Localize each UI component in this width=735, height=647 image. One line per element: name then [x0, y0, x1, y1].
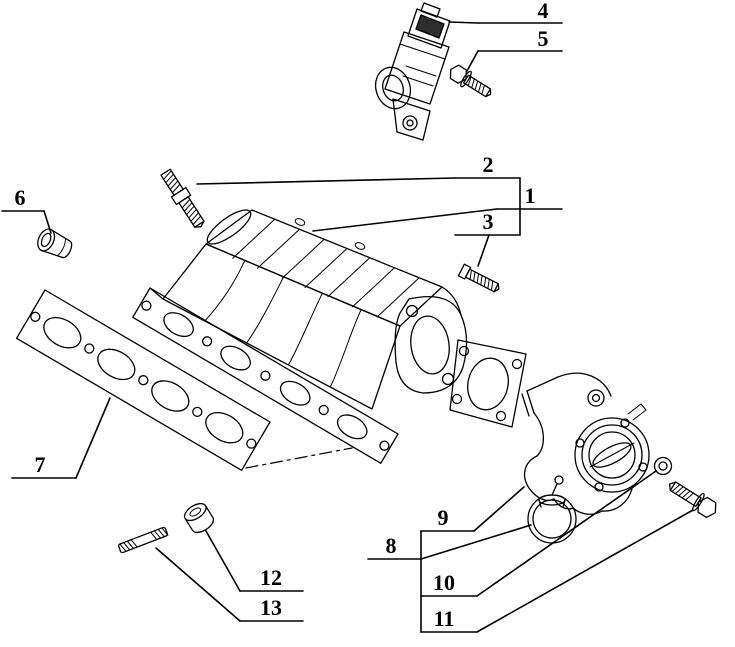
callout-11-leader-line: [476, 509, 694, 633]
manifold-stud-drawing: [160, 168, 205, 228]
washer-drawing: [653, 456, 673, 476]
callout-4-leader-line: [448, 21, 479, 24]
callout-1: 1: [312, 183, 563, 232]
callout-7-number: 7: [35, 452, 46, 477]
callout-13-leader-line: [155, 547, 241, 622]
sensor-bolt-drawing: [449, 64, 492, 98]
callout-5: 5: [466, 26, 563, 72]
callout-9-leader-line: [473, 486, 525, 532]
callout-10-leader-line: [476, 470, 657, 597]
alignment-centerline: [245, 447, 353, 469]
callout-10: 10: [420, 470, 657, 597]
stud-drawing: [117, 526, 169, 554]
cap-nut-drawing: [183, 502, 215, 533]
callout-12-leader-line: [205, 530, 241, 592]
callout-8-leader-line: [420, 524, 532, 560]
callout-3: 3: [454, 209, 521, 267]
manifold-gasket-drawing: [15, 289, 271, 471]
callout-13: 13: [155, 547, 304, 622]
callout-7-leader-line: [75, 397, 111, 479]
blanking-plug-drawing: [37, 228, 73, 259]
vacuum-actuator-drawing: [527, 475, 577, 544]
callout-5-number: 5: [538, 26, 549, 51]
callout-2-number: 2: [483, 152, 494, 177]
callout-7: 7: [11, 397, 111, 479]
callout-11-number: 11: [434, 606, 455, 631]
callout-5-leader-line: [466, 50, 479, 72]
callout-6-leader-line: [43, 210, 52, 234]
callout-10-number: 10: [433, 570, 455, 595]
short-stud-drawing: [457, 263, 500, 293]
callout-13-number: 13: [260, 595, 282, 620]
callout-8: 8: [367, 524, 532, 560]
callout-9: 9: [420, 486, 525, 532]
callout-1-number: 1: [525, 183, 536, 208]
callout-9-number: 9: [438, 505, 449, 530]
callout-4-number: 4: [538, 0, 549, 23]
callout-3-number: 3: [483, 209, 494, 234]
callout-4: 4: [448, 0, 563, 24]
callout-3-leader-line: [477, 234, 490, 267]
callout-12-number: 12: [260, 565, 282, 590]
callout-2: 2: [196, 152, 521, 185]
callout-6: 6: [1, 185, 52, 234]
callout-11: 11: [420, 509, 694, 633]
callout-2-leader-line: [196, 177, 456, 185]
callout-6-number: 6: [15, 185, 26, 210]
hex-bolt-drawing: [668, 481, 717, 519]
throttle-gasket-drawing: [449, 339, 527, 428]
pressure-sensor-drawing: [374, 2, 451, 141]
intake-manifold-drawing: [132, 209, 468, 464]
throttle-body-drawing: [521, 372, 650, 515]
callout-1-leader-line: [312, 208, 498, 232]
callout-8-number: 8: [386, 533, 397, 558]
callout-12: 12: [205, 530, 304, 592]
